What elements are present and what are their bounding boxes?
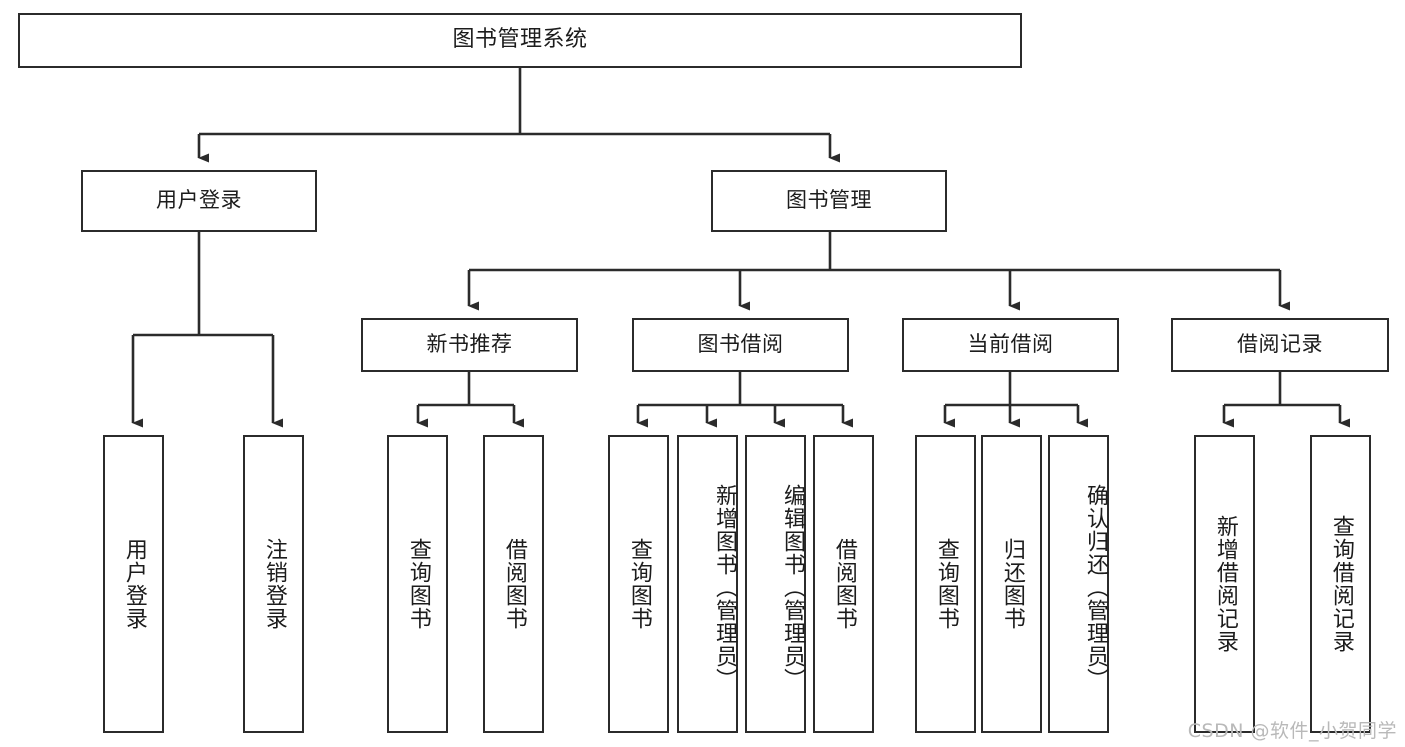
node-label: 归还图书 — [999, 538, 1025, 630]
leaf-cb-return-book[interactable]: 归还图书 — [981, 435, 1042, 733]
node-label: 用户登录 — [121, 538, 147, 630]
leaf-br-add-record[interactable]: 新增借阅记录 — [1194, 435, 1255, 733]
node-book-borrow[interactable]: 图书借阅 — [632, 318, 849, 372]
leaf-nb-query-book[interactable]: 查询图书 — [387, 435, 448, 733]
node-label: 新增借阅记录 — [1212, 515, 1238, 653]
node-label: 确认归还（管理员） — [1083, 483, 1108, 691]
node-label: 查询借阅记录 — [1328, 515, 1354, 653]
leaf-nb-borrow-book[interactable]: 借阅图书 — [483, 435, 544, 733]
node-root-system[interactable]: 图书管理系统 — [18, 13, 1022, 68]
node-label: 当前借阅 — [967, 332, 1054, 357]
leaf-br-query-record[interactable]: 查询借阅记录 — [1310, 435, 1371, 733]
node-label: 借阅图书 — [501, 538, 527, 630]
leaf-cb-query-book[interactable]: 查询图书 — [915, 435, 976, 733]
node-label: 借阅记录 — [1237, 332, 1323, 357]
node-label: 用户登录 — [156, 188, 242, 213]
node-label: 编辑图书（管理员） — [780, 483, 805, 691]
csdn-watermark: CSDN @软件_小贺同学 — [1187, 720, 1397, 742]
node-label: 新增图书（管理员） — [712, 483, 737, 691]
node-book-management[interactable]: 图书管理 — [711, 170, 947, 232]
leaf-bb-add-book[interactable]: 新增图书（管理员） — [677, 435, 738, 733]
leaf-bb-borrow-book[interactable]: 借阅图书 — [813, 435, 874, 733]
node-label: 查询图书 — [626, 538, 652, 630]
node-label: 借阅图书 — [831, 538, 857, 630]
node-label: 注销登录 — [261, 538, 287, 630]
leaf-user-login[interactable]: 用户登录 — [103, 435, 164, 733]
node-user-login[interactable]: 用户登录 — [81, 170, 317, 232]
node-borrow-record[interactable]: 借阅记录 — [1171, 318, 1389, 372]
node-current-borrow[interactable]: 当前借阅 — [902, 318, 1119, 372]
node-label: 新书推荐 — [426, 332, 513, 357]
leaf-cb-confirm-return[interactable]: 确认归还（管理员） — [1048, 435, 1109, 733]
node-label: 图书借阅 — [697, 332, 784, 357]
node-new-book-recommend[interactable]: 新书推荐 — [361, 318, 578, 372]
leaf-bb-query-book[interactable]: 查询图书 — [608, 435, 669, 733]
node-label: 图书管理系统 — [452, 27, 588, 53]
node-label: 查询图书 — [405, 538, 431, 630]
leaf-bb-edit-book[interactable]: 编辑图书（管理员） — [745, 435, 806, 733]
node-label: 查询图书 — [933, 538, 959, 630]
node-label: 图书管理 — [786, 188, 872, 213]
leaf-user-logout[interactable]: 注销登录 — [243, 435, 304, 733]
